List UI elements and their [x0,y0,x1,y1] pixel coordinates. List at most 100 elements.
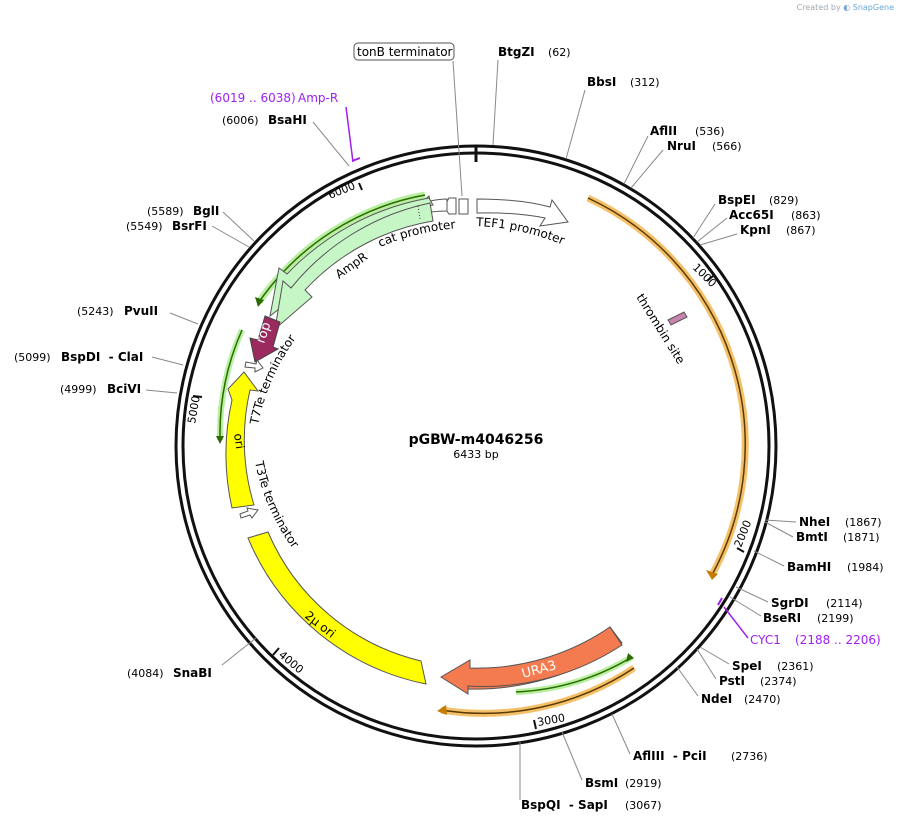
svg-text:BspEI: BspEI [718,193,756,207]
orf-green-ura-arrowhead [626,653,634,662]
svg-text:(312): (312) [630,76,660,89]
svg-text:BsmI: BsmI [585,776,618,790]
thrombin-label: thrombin site [633,291,687,366]
feature-tonb-terminator [458,198,469,215]
svg-text:(863): (863) [791,209,821,222]
orf-orange-ura-arrowhead [437,705,447,715]
svg-text:(1867): (1867) [845,516,882,529]
svg-text:BspDI - ClaI: BspDI - ClaI [61,350,143,364]
feature-ori [225,371,260,509]
svg-text:(2736): (2736) [731,750,768,763]
restriction-sites: BtgZI (62) BbsI (312) AflII (536) NruI (… [14,45,884,812]
svg-text:NruI: NruI [667,139,696,153]
ori-label: ori [231,432,247,449]
site-bbsi[interactable]: BbsI (312) [565,75,660,160]
site-bspdi-clai[interactable]: (5099) BspDI - ClaI [14,350,184,366]
svg-text:KpnI: KpnI [740,223,771,237]
site-ndei[interactable]: NdeI (2470) [676,666,781,706]
site-acc65i[interactable]: Acc65I (863) [696,208,821,243]
plasmid-size: 6433 bp [453,448,498,461]
svg-text:(566): (566) [712,140,742,153]
svg-text:BciVI: BciVI [107,382,141,396]
site-afliii-pcii[interactable]: AflIII - PciI (2736) [611,713,768,763]
svg-text:NdeI: NdeI [701,692,732,706]
svg-text:SgrDI: SgrDI [771,596,809,610]
site-nhei[interactable]: NheI (1867) [764,515,882,529]
site-bsrfi[interactable]: (5549) BsrFI [126,219,250,248]
svg-text:(5099): (5099) [14,351,51,364]
svg-text:(6006): (6006) [222,114,259,127]
tick-5000: 5000 [185,395,203,425]
svg-text:BseRI: BseRI [763,611,801,625]
primer-amp-r[interactable]: (6019 .. 6038) Amp-R [210,91,361,163]
svg-text:(536): (536) [695,125,725,138]
svg-text:SnaBI: SnaBI [173,666,212,680]
svg-text:AflII: AflII [650,124,677,138]
svg-text:(867): (867) [786,224,816,237]
credit-prefix: Created by [796,3,841,12]
svg-text:5000: 5000 [185,395,203,425]
svg-text:(4084): (4084) [127,667,164,680]
feature-t7te-arrow [244,358,264,373]
site-bgli[interactable]: (5589) BglI [147,204,255,242]
site-spei[interactable]: SpeI (2361) [699,646,814,673]
feature-t3te-arrow [239,507,259,519]
rop-label: rop [254,320,275,345]
svg-text:(4999): (4999) [60,383,97,396]
site-snabi[interactable]: (4084) SnaBI [127,637,257,680]
site-bspei[interactable]: BspEI (829) [692,193,799,239]
svg-text:(3067): (3067) [625,799,662,812]
svg-text:Acc65I: Acc65I [729,208,774,222]
svg-text:BsrFI: BsrFI [172,219,207,233]
svg-text:BglI: BglI [193,204,219,218]
svg-text:(62): (62) [548,46,571,59]
svg-text:(2199): (2199) [817,612,854,625]
primer-cyc1-range: (2188 .. 2206) [795,633,881,647]
svg-text:(2470): (2470) [744,693,781,706]
svg-text:SpeI: SpeI [732,659,762,673]
site-btgzi[interactable]: BtgZI (62) [492,45,571,146]
orf-green-rop-arrowhead [216,436,224,444]
svg-text:(5589): (5589) [147,205,184,218]
orf-green-ampr-arrowhead [255,297,264,307]
site-kpni[interactable]: KpnI (867) [699,223,816,246]
site-bcivi[interactable]: (4999) BciVI [60,382,178,396]
svg-text:(2361): (2361) [777,660,814,673]
orf-arcs [216,191,749,717]
credit-brand: SnapGene [852,3,894,12]
svg-text:BspQI - SapI: BspQI - SapI [521,798,608,812]
svg-text:(2919): (2919) [625,777,662,790]
primer-cyc1-name: CYC1 [750,633,781,647]
snapgene-logo-icon: ◐ [843,3,851,12]
svg-text:3000: 3000 [536,711,566,729]
tonb-label: tonB terminator [357,45,453,59]
site-pvuii[interactable]: (5243) PvuII [77,304,199,325]
svg-text:(829): (829) [769,194,799,207]
svg-text:BamHI: BamHI [787,560,831,574]
site-bmti[interactable]: BmtI (1871) [764,521,880,544]
tonb-terminator-callout[interactable]: tonB terminator [353,42,463,197]
svg-text:(1984): (1984) [847,561,884,574]
feature-thrombin-site [667,311,688,326]
site-psti[interactable]: PstI (2374) [696,648,797,688]
site-bsahi[interactable]: (6006) BsaHI [222,113,350,167]
svg-text:(2114): (2114) [826,597,863,610]
site-sgrdi[interactable]: SgrDI (2114) [735,586,863,610]
svg-text:PvuII: PvuII [124,304,158,318]
primer-cyc1[interactable]: CYC1 (2188 .. 2206) [717,597,881,647]
backbone [174,144,778,748]
svg-text:AflIII - PciI: AflIII - PciI [633,749,707,763]
site-aflii[interactable]: AflII (536) [623,124,725,185]
site-bseri[interactable]: BseRI (2199) [729,596,854,625]
svg-text:(5243): (5243) [77,305,114,318]
svg-text:BmtI: BmtI [796,530,828,544]
site-bsmi[interactable]: BsmI (2919) [561,731,662,790]
site-bamhi[interactable]: BamHI (1984) [753,550,884,574]
site-nrui[interactable]: NruI (566) [630,139,742,189]
plasmid-name: pGBW-m4046256 [409,432,544,448]
orf-orange-arrowhead [706,570,718,580]
site-bspqi-sapi[interactable]: BspQI - SapI (3067) [519,742,662,812]
svg-text:NheI: NheI [799,515,830,529]
svg-text:BtgZI: BtgZI [498,45,535,59]
